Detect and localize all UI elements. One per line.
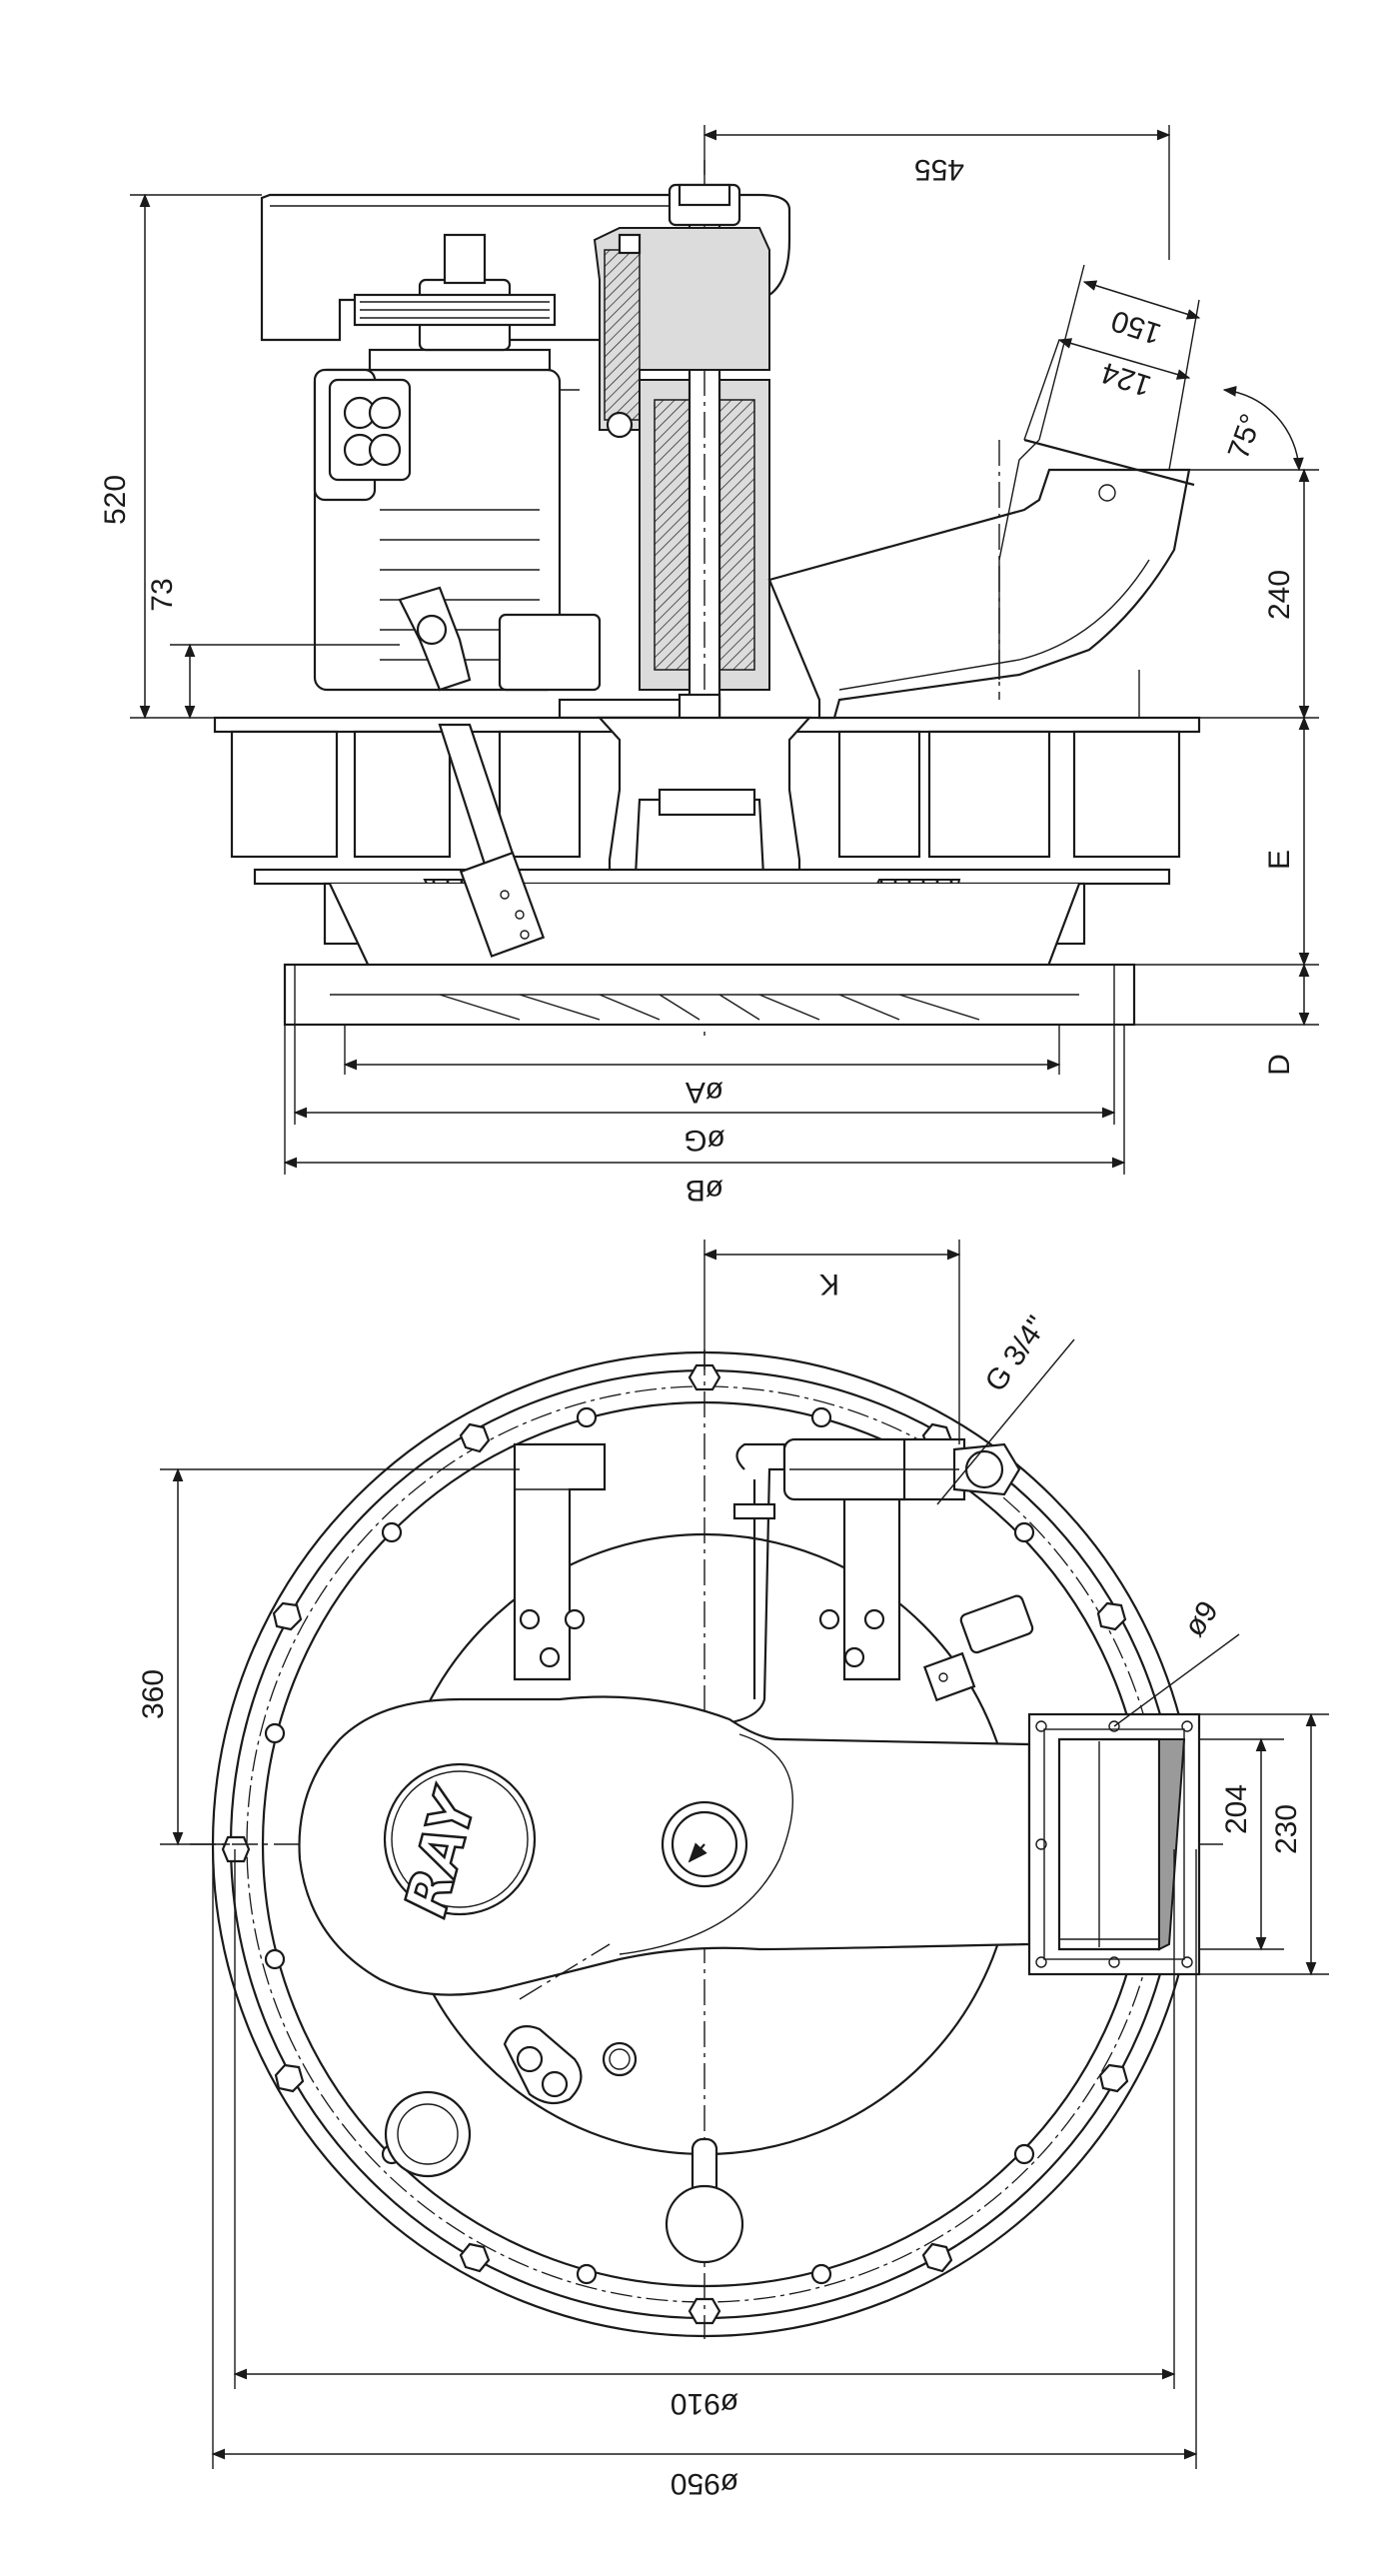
dim-73: 73 [146, 578, 179, 611]
dim-124: 124 [1097, 356, 1155, 403]
terminal-box [328, 378, 412, 482]
shaft-cap [678, 183, 731, 207]
top-view: RAY K G 3/4" ø9 360 [137, 1240, 1329, 2500]
side-view: 455 520 73 150 124 75° 240 E D øA [99, 125, 1319, 1207]
dim-950: ø950 [671, 2467, 738, 2500]
ray-logo-badge [383, 1762, 537, 1916]
outlet-duct [767, 468, 1191, 720]
dim-k: K [819, 1268, 839, 1300]
switch-box [959, 1594, 1034, 1654]
dim-line-150 [1082, 280, 1201, 320]
bracket-left [513, 1442, 607, 1681]
dim-a: øA [686, 1076, 723, 1109]
dim-150: 150 [1107, 304, 1165, 351]
dim-thread: G 3/4" [979, 1310, 1054, 1398]
dim-b: øB [686, 1174, 723, 1207]
dim-75-deg: 75° [1222, 410, 1269, 464]
dim-e: E [1263, 850, 1296, 870]
dim-910: ø910 [671, 2387, 738, 2420]
dim-455: 455 [914, 153, 964, 186]
fan-box-row [230, 730, 1181, 859]
dim-hole: ø9 [1178, 1595, 1225, 1643]
dim-d: D [1263, 1054, 1296, 1076]
dim-520: 520 [99, 475, 132, 525]
dim-g: øG [684, 1124, 725, 1157]
dim-240: 240 [1263, 570, 1296, 620]
dim-230: 230 [1270, 1804, 1303, 1854]
dim-204: 204 [1220, 1784, 1253, 1834]
dim-line-124 [1057, 338, 1191, 380]
dim-360: 360 [137, 1669, 170, 1719]
